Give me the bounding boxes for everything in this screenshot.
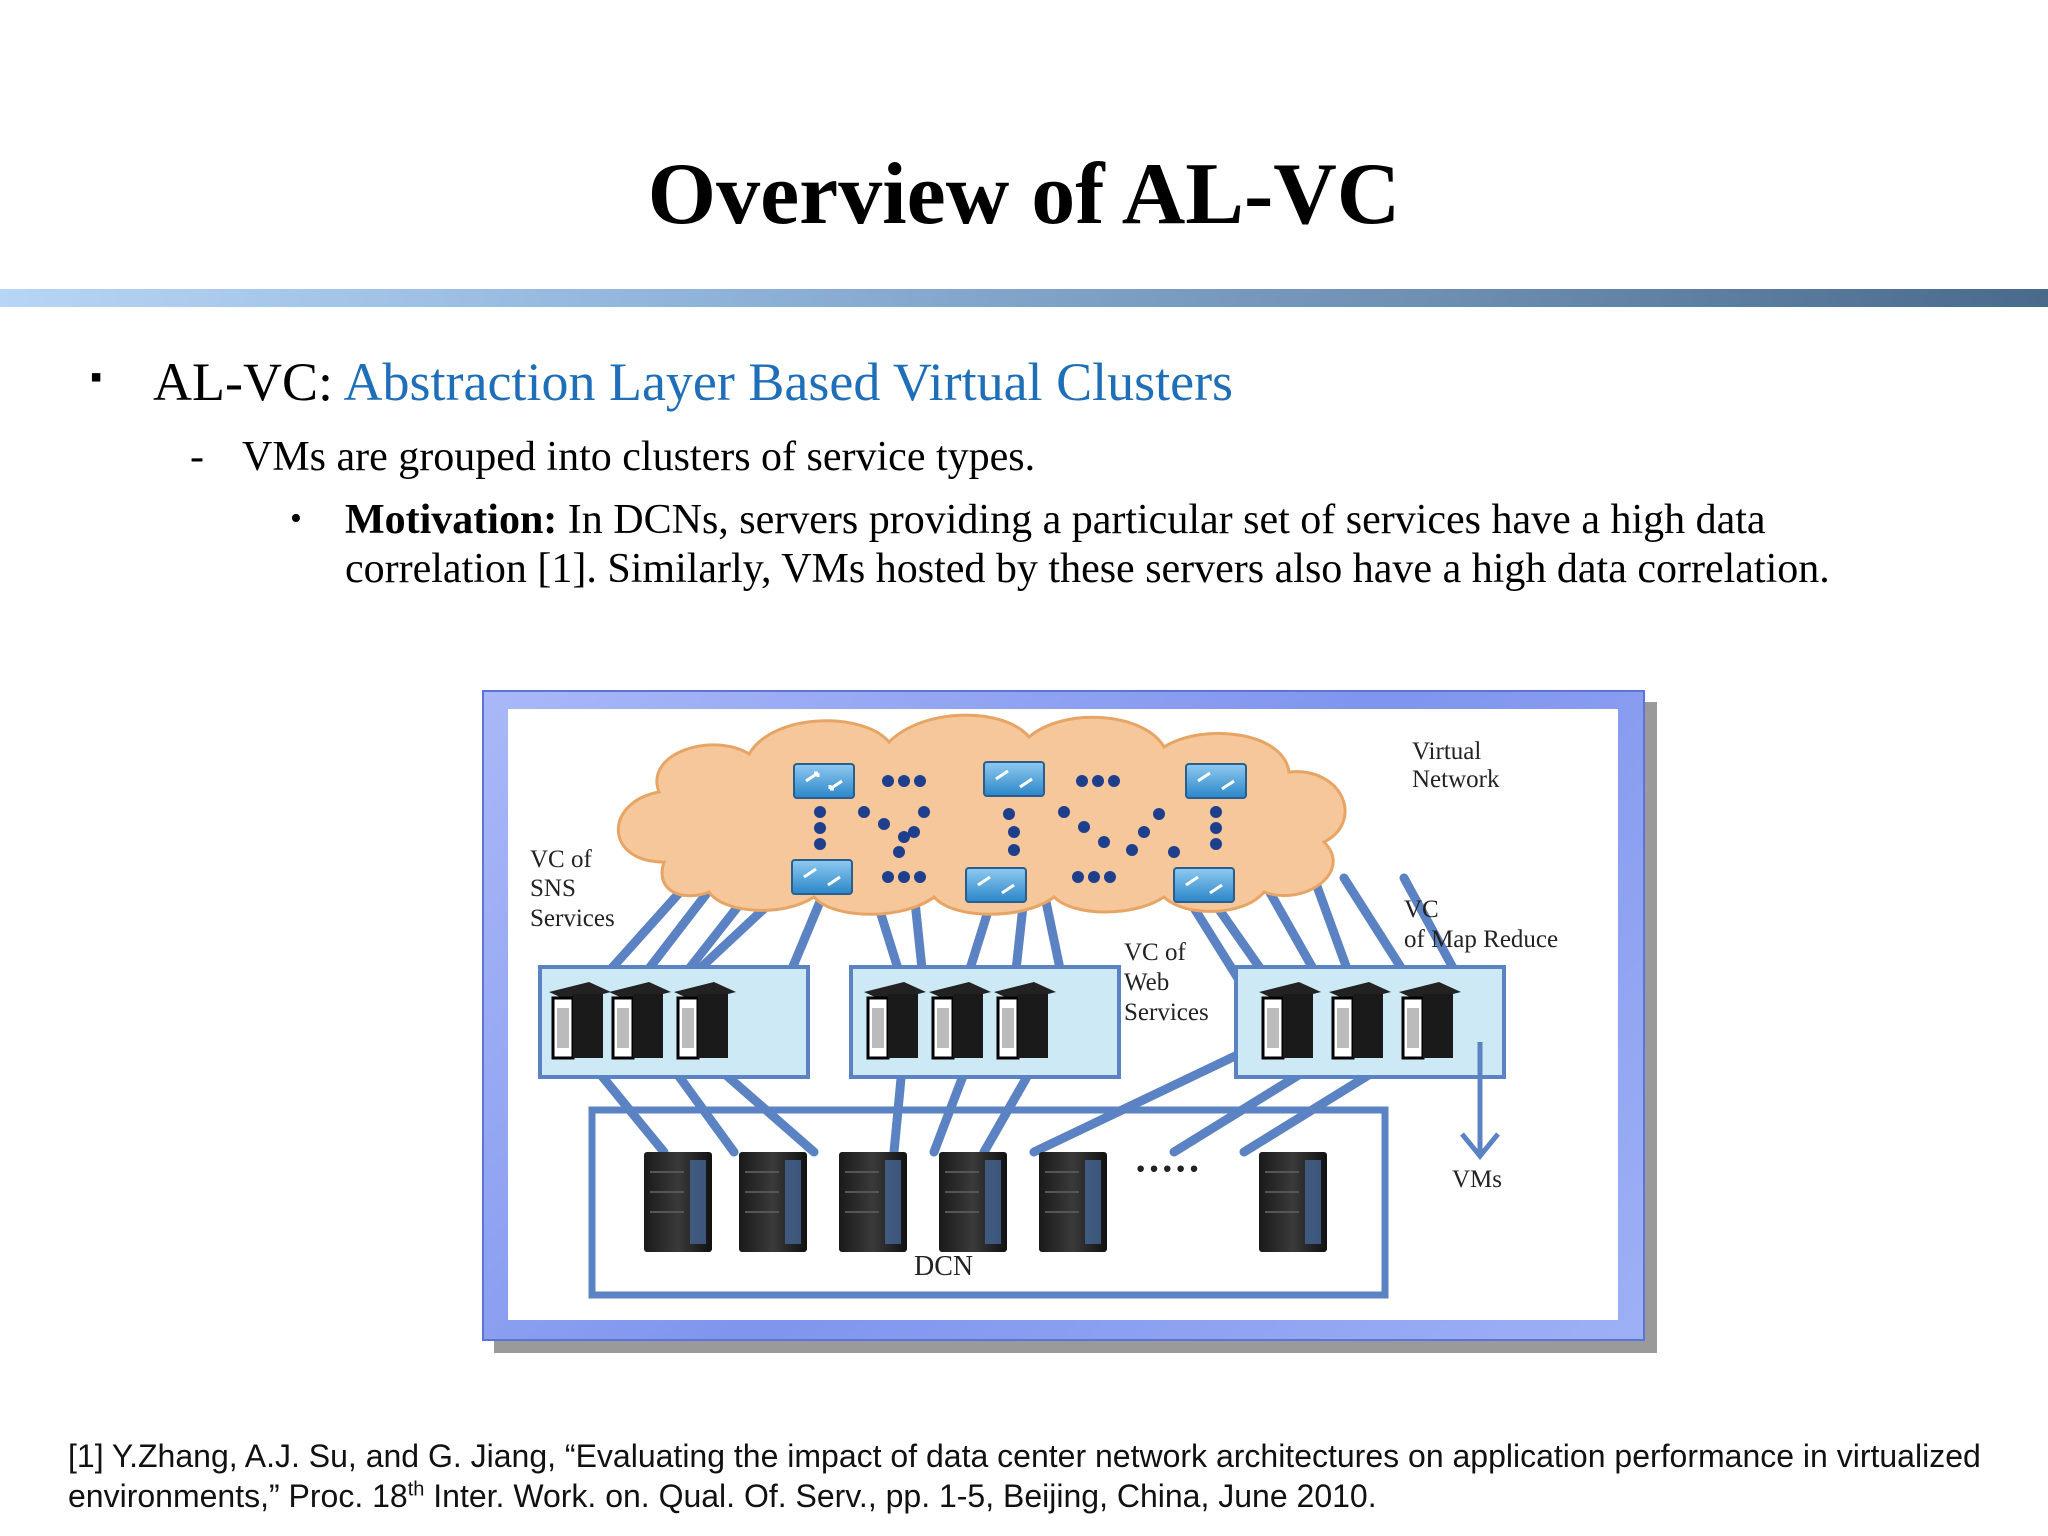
cloud-dotted-links	[814, 775, 1222, 883]
server-icon	[939, 1152, 1007, 1252]
vm-icon	[1259, 982, 1321, 1060]
vms-label: VMs	[1452, 1166, 1502, 1193]
vc-mapreduce-label-2: of Map Reduce	[1404, 926, 1558, 953]
server-icon	[839, 1152, 907, 1252]
vms-arrow-icon	[1460, 1042, 1500, 1160]
vc-web-label-2: Web	[1124, 969, 1169, 996]
vc-web-label-3: Services	[1124, 999, 1209, 1026]
vm-icon	[1399, 982, 1461, 1060]
dash-bullet-icon: -	[190, 434, 204, 480]
vm-icon	[929, 982, 991, 1060]
network-switches	[791, 761, 1247, 903]
reference-text-2: Inter. Work. on. Qual. Of. Serv., pp. 1-…	[424, 1478, 1377, 1514]
reference-footnote: [1] Y.Zhang, A.J. Su, and G. Jiang, “Eva…	[68, 1436, 2008, 1516]
switch-icon	[1173, 867, 1235, 903]
vc-sns-label-2: SNS	[530, 875, 576, 902]
vm-icon	[1329, 982, 1391, 1060]
vc-sns-label-3: Services	[530, 905, 615, 932]
bullet-prefix: AL-VC:	[153, 352, 344, 412]
vm-icon	[674, 982, 736, 1060]
vc-mapreduce-label: VC	[1404, 896, 1439, 923]
server-icon	[739, 1152, 807, 1252]
motivation-text: In DCNs, servers providing a particular …	[345, 497, 1830, 592]
bullet-level-2-text: VMs are grouped into clusters of service…	[242, 434, 1036, 480]
motivation-label: Motivation:	[345, 497, 558, 543]
vm-icons	[549, 982, 1461, 1060]
bullet-accent-text: Abstraction Layer Based Virtual Clusters	[343, 352, 1234, 412]
physical-servers	[644, 1152, 1327, 1252]
switch-icon	[793, 763, 855, 799]
switch-icon	[1185, 763, 1247, 799]
switch-icon	[983, 761, 1045, 797]
vc-web-label: VC of	[1124, 939, 1186, 966]
title-divider-bar	[0, 289, 2048, 307]
virtual-network-label-2: Network	[1412, 766, 1500, 793]
switch-icon	[791, 859, 853, 895]
vm-icon	[549, 982, 611, 1060]
server-icon	[644, 1152, 712, 1252]
vm-icon	[609, 982, 671, 1060]
vm-icon	[994, 982, 1056, 1060]
al-vc-architecture-figure: Virtual Network VC of SNS Services VC of…	[482, 690, 1645, 1341]
server-ellipsis: ·····	[1134, 1146, 1201, 1191]
switch-icon	[965, 867, 1027, 903]
dcn-box	[588, 1106, 1389, 1299]
vm-icon	[864, 982, 926, 1060]
dcn-label: DCN	[914, 1251, 973, 1282]
slide-title: Overview of AL-VC	[647, 146, 1401, 243]
dot-bullet-icon: •	[290, 500, 302, 537]
virtual-network-label: Virtual	[1412, 738, 1481, 765]
server-icon	[1039, 1152, 1107, 1252]
bullet-level-3-text: Motivation: In DCNs, servers providing a…	[345, 496, 1865, 594]
reference-text-1: [1] Y.Zhang, A.J. Su, and G. Jiang, “Eva…	[68, 1438, 1981, 1514]
server-icon	[1259, 1152, 1327, 1252]
bullet-level-1-text: AL-VC: Abstraction Layer Based Virtual C…	[153, 350, 1233, 414]
square-bullet-icon: ▪	[90, 359, 103, 396]
architecture-diagram: Virtual Network VC of SNS Services VC of…	[508, 709, 1618, 1320]
vc-sns-label: VC of	[530, 846, 592, 873]
reference-superscript: th	[407, 1478, 425, 1501]
